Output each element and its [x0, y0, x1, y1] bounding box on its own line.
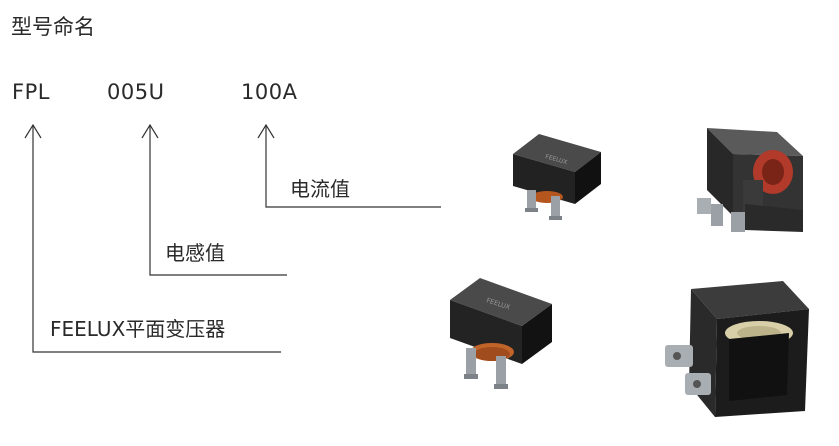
arrow-series — [32, 125, 281, 353]
arrowhead-current — [257, 123, 275, 139]
arrowhead-series — [24, 123, 42, 139]
label-brand: FEELUX平面变压器 — [50, 317, 226, 341]
label-inductance: 电感值 — [165, 241, 225, 265]
arrowhead-inductance — [141, 123, 159, 139]
code-part-current: 100A — [241, 80, 298, 104]
product-photo-3: FEELUX — [450, 278, 552, 389]
code-part-series: FPL — [12, 80, 50, 104]
product-photo-1: FEELUX — [513, 134, 601, 220]
code-part-inductance: 005U — [107, 80, 165, 104]
label-current: 电流值 — [290, 177, 350, 201]
product-photo-2 — [697, 128, 803, 232]
arrow-current — [265, 125, 441, 208]
arrow-inductance — [149, 125, 287, 276]
product-photo-4 — [665, 281, 809, 417]
page-title: 型号命名 — [11, 15, 95, 39]
